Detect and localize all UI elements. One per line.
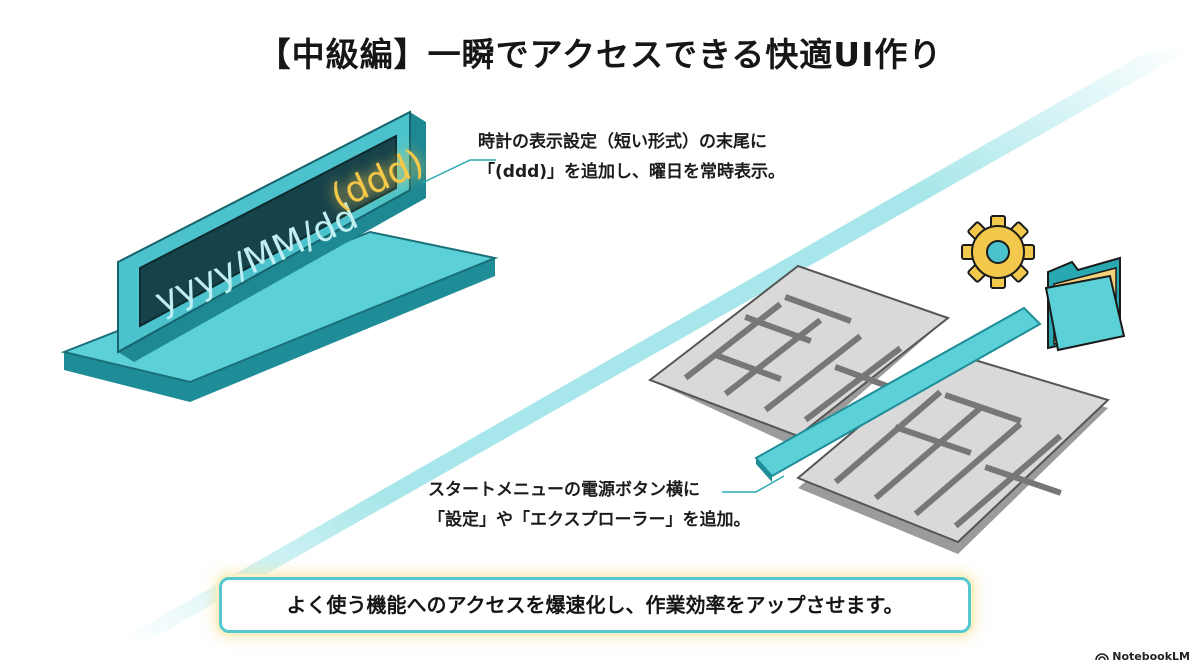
page-title: 【中級編】一瞬でアクセスできる快適UI作り <box>257 35 943 74</box>
callout-top-leader <box>421 159 496 184</box>
notebooklm-logo-icon <box>1095 653 1110 661</box>
callout-clock-line2: 「(ddd)」を追加し、曜日を常時表示。 <box>478 162 786 182</box>
callout-start-menu-line1: スタートメニューの電源ボタン横に <box>428 480 700 500</box>
gear-icon <box>961 215 1035 289</box>
branding: NotebookLM <box>1095 650 1190 663</box>
callout-clock: 時計の表示設定（短い形式）の末尾に 「(ddd)」を追加し、曜日を常時表示。 <box>478 127 785 187</box>
callout-clock-line1: 時計の表示設定（短い形式）の末尾に <box>478 132 767 152</box>
folder-icon <box>1044 256 1126 352</box>
callout-start-menu: スタートメニューの電源ボタン横に 「設定」や「エクスプローラー」を追加。 <box>428 475 751 535</box>
clock-display-illustration: yyyy/MM/dd (ddd) <box>60 110 499 402</box>
branding-text: NotebookLM <box>1112 650 1190 663</box>
summary-banner: よく使う機能へのアクセスを爆速化し、作業効率をアップさせます。 <box>219 577 971 633</box>
callout-bottom-leader <box>722 475 785 493</box>
callout-start-menu-line2: 「設定」や「エクスプローラー」を追加。 <box>428 510 751 530</box>
maze-illustration <box>648 264 1110 554</box>
